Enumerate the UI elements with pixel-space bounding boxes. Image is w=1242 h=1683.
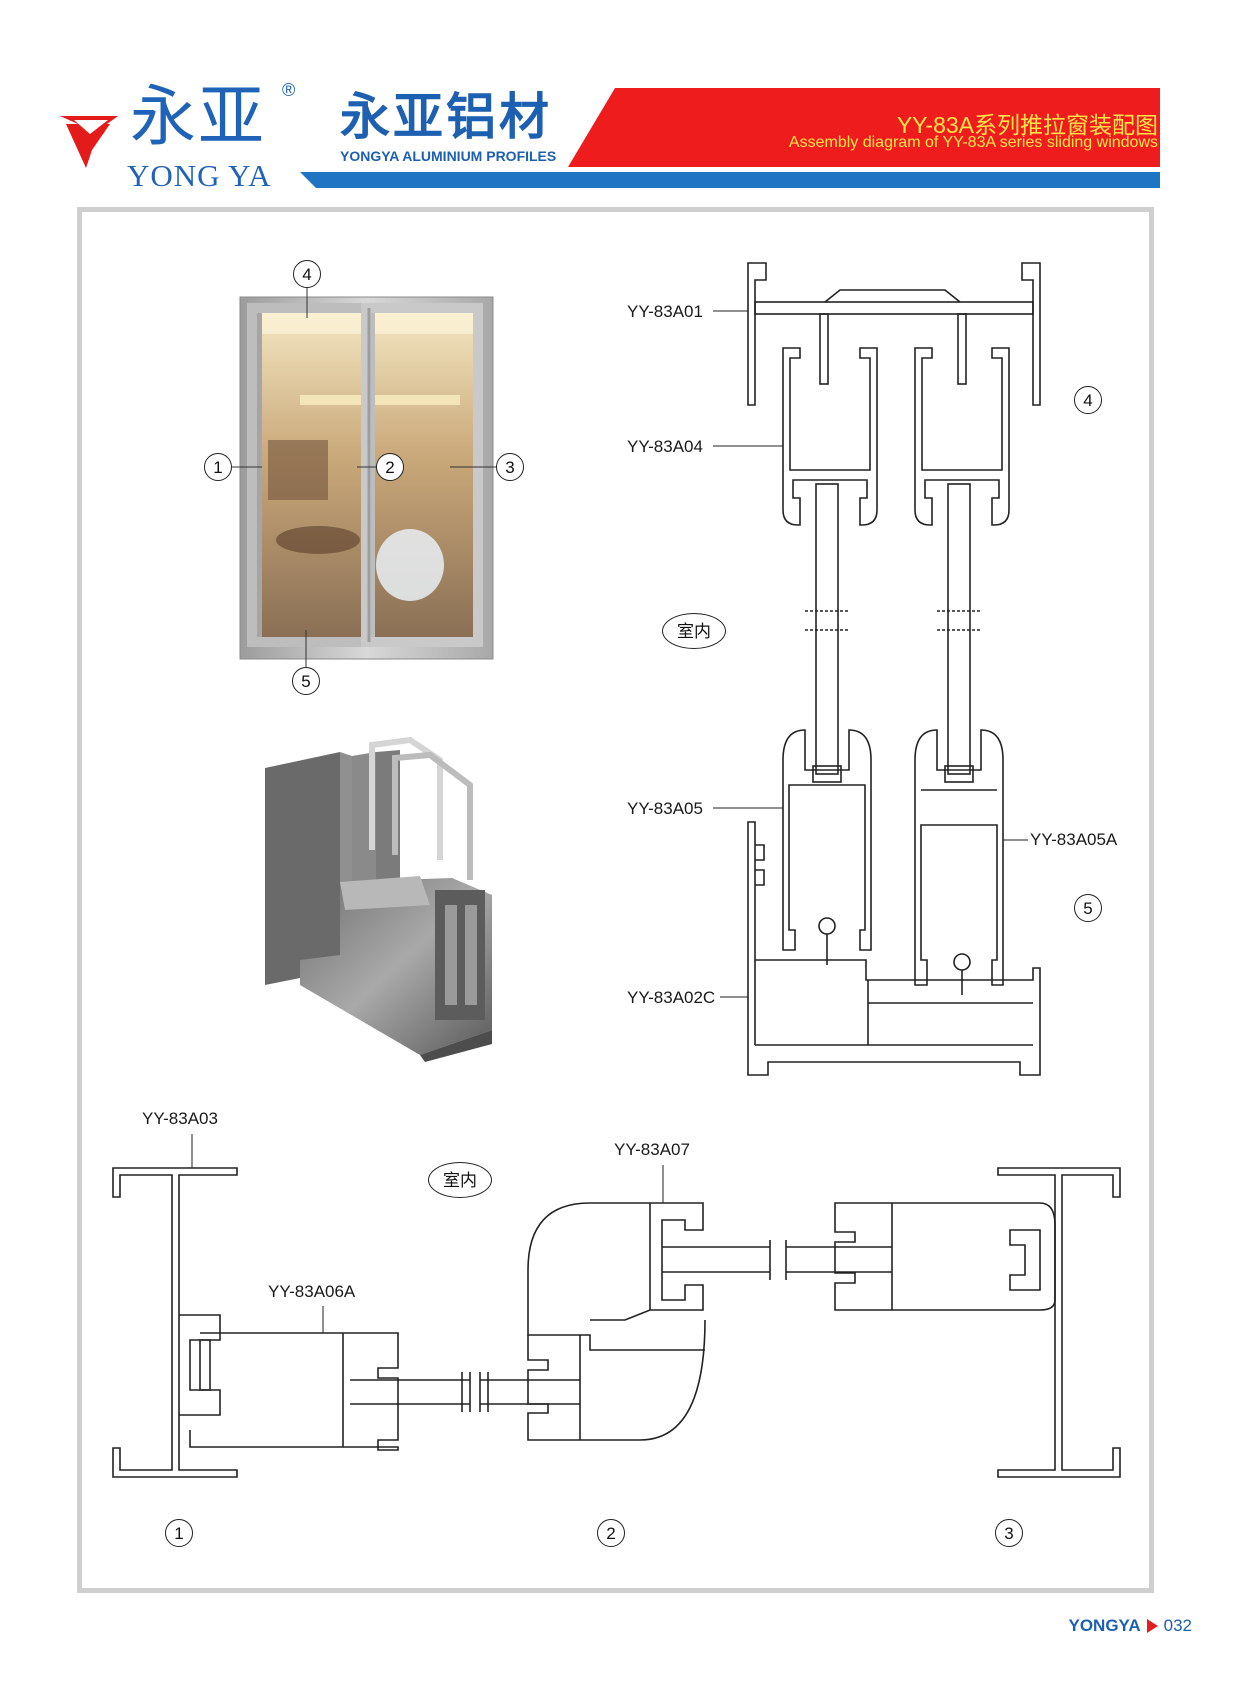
label-yy-83a02c: YY-83A02C [627,988,716,1007]
horizontal-callout-1: 1 [165,1519,193,1547]
label-yy-83a07: YY-83A07 [614,1140,690,1159]
photo-callout-2: 2 [376,453,404,481]
label-yy-83a04: YY-83A04 [627,437,703,456]
indoor-label-vertical: 室内 [662,613,726,649]
registered-mark: ® [282,80,296,100]
logo-chinese: 永亚 [130,78,266,155]
label-yy-83a03: YY-83A03 [142,1109,218,1128]
title-banner [568,88,1160,167]
window-photo [232,288,496,667]
horizontal-callout-2: 2 [597,1519,625,1547]
logo-mark-icon [60,116,118,168]
horizontal-section-drawing [112,1134,1121,1478]
photo-callout-1: 1 [204,453,232,481]
header-graphics [60,88,1160,188]
footer-brand: YONGYA [1068,1616,1141,1635]
page-subtitle: Assembly diagram of YY-83A series slidin… [788,134,1158,151]
profile-section-render [265,736,492,1062]
photo-callout-3: 3 [496,453,524,481]
section-callout-5: 5 [1074,894,1102,922]
label-yy-83a05: YY-83A05 [627,799,703,818]
header-rule [300,172,1160,188]
page-number: 032 [1163,1616,1192,1635]
label-yy-83a06a: YY-83A06A [268,1282,356,1301]
arrow-right-icon [1146,1619,1158,1633]
page-footer: YONGYA 032 [1069,1616,1193,1636]
photo-callout-5: 5 [292,667,320,695]
indoor-label-horizontal: 室内 [428,1162,492,1198]
vertical-section-drawing [713,262,1041,1076]
brand-english: YONGYA ALUMINIUM PROFILES [340,148,557,164]
photo-callout-4: 4 [293,260,321,288]
label-yy-83a01: YY-83A01 [627,302,703,321]
logo-english: YONG YA [127,158,272,193]
label-yy-83a05a: YY-83A05A [1030,830,1118,849]
section-callout-4: 4 [1074,386,1102,414]
horizontal-callout-3: 3 [995,1519,1023,1547]
page-title: YY-83A系列推拉窗装配图 [896,112,1158,138]
brand-chinese: 永亚铝材 [340,89,552,145]
